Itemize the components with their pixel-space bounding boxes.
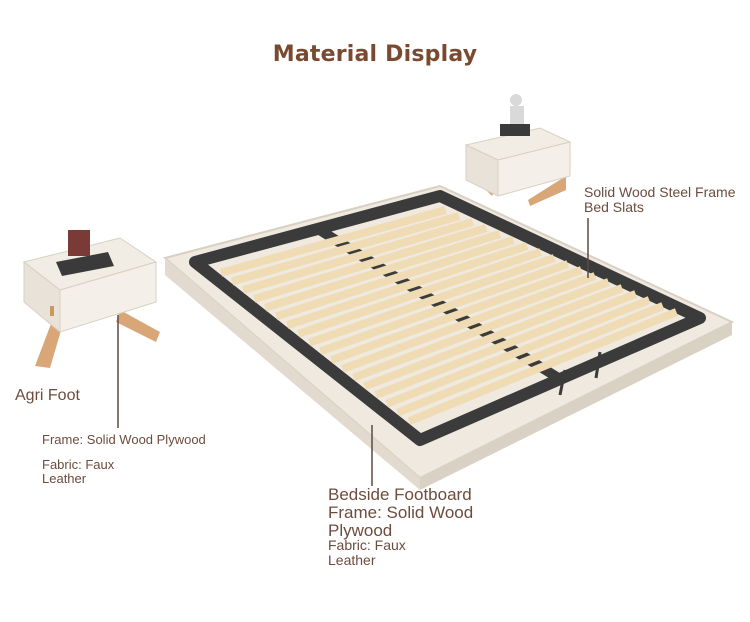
bed-slat [352,278,610,382]
bed-slat [275,236,515,321]
label-fabric-center: Fabric: Faux Leather [328,537,406,568]
page-title: Material Display [272,42,478,67]
bed-slats [219,206,678,425]
bed-slat [385,296,651,408]
label-fabric-left: Fabric: Faux Leather [42,457,115,486]
bed-slat [253,224,488,303]
bed-slat [242,218,474,295]
bed-slat [374,290,638,399]
bed-slat [363,284,624,391]
bed-slat [330,266,583,364]
bed-slat [219,206,447,277]
bed-slat [297,248,542,338]
left-nightstand [22,230,160,368]
bed-slat [230,212,461,286]
bed-slat [407,308,678,425]
label-footboard: Bedside Footboard Frame: Solid Wood Plyw… [328,485,474,540]
label-bed-slats: Solid Wood Steel Frame Bed Slats [584,184,736,215]
bed-slat [396,302,665,417]
bed-slat [308,254,556,347]
label-agri-foot: Agri Foot [15,387,80,404]
leader-lines [117,218,589,486]
label-frame-material: Frame: Solid Wood Plywood [42,432,206,447]
bed-slat [341,272,597,373]
bed-slat [264,230,502,312]
bed-slat [286,242,529,329]
bed-slat [319,260,570,356]
right-nightstand [464,94,572,206]
